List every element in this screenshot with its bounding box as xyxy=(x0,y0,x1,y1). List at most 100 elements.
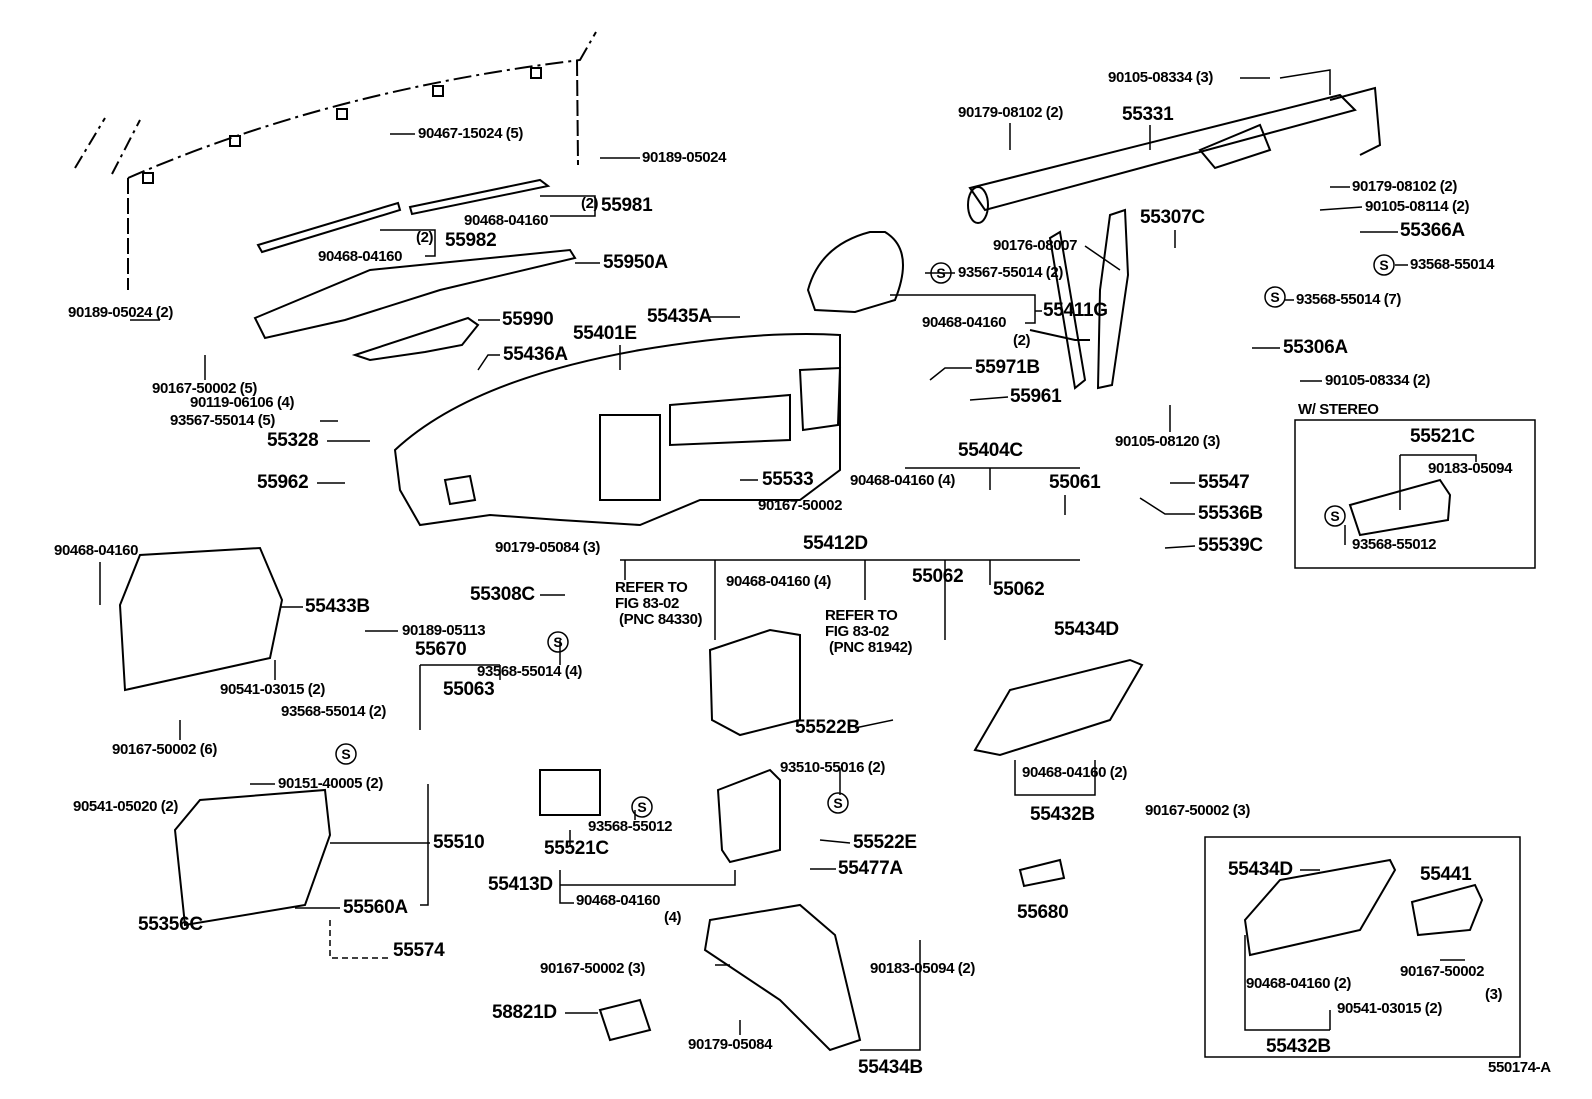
reference-note: REFER TO xyxy=(825,607,898,624)
windshield-outline xyxy=(74,31,597,290)
part-label: 90468-04160 (4) xyxy=(850,472,955,489)
part-label: 55990 xyxy=(502,309,554,330)
part-label: (4) xyxy=(664,909,682,926)
part-label: 55331 xyxy=(1122,104,1174,125)
part-label: 55413D xyxy=(488,874,553,895)
reference-note: REFER TO xyxy=(615,579,688,596)
part-label: 55680 xyxy=(1017,902,1069,923)
part-label: 55434B xyxy=(858,1057,923,1078)
part-label: 90468-04160 (2) xyxy=(1246,975,1351,992)
part-label: 90541-03015 (2) xyxy=(1337,1000,1442,1017)
part-label: 90468-04160 xyxy=(922,314,1007,331)
s-symbol-letters: S S S S S S S S xyxy=(341,257,1388,815)
part-label: 90176-08007 xyxy=(993,237,1078,254)
part-label: 55356C xyxy=(138,914,203,935)
part-label: 55412D xyxy=(803,533,868,554)
part-label: 55062 xyxy=(912,566,964,587)
part-label: 93567-55014 (5) xyxy=(170,412,275,429)
s-symbol: S xyxy=(936,265,945,281)
part-label: 90467-15024 (5) xyxy=(418,125,523,142)
part-label: 90179-05084 (3) xyxy=(495,539,600,556)
part-label: (2) xyxy=(416,229,434,246)
part-label: 90167-50002 (5) xyxy=(152,380,257,397)
reference-note: (PNC 81942) xyxy=(829,639,913,656)
part-label: 55522B xyxy=(795,717,860,738)
part-label: 90167-50002 (6) xyxy=(112,741,217,758)
part-label: 55328 xyxy=(267,430,319,451)
s-symbol: S xyxy=(553,634,562,650)
part-label: 90468-04160 (2) xyxy=(1022,764,1127,781)
part-label: 55401E xyxy=(573,323,637,344)
s-symbol-circles xyxy=(335,254,1395,818)
part-label: 90183-05094 xyxy=(1428,460,1513,477)
s-symbol: S xyxy=(1330,508,1339,524)
part-label: 55560A xyxy=(343,897,408,918)
part-label: 90167-50002 xyxy=(758,497,843,514)
stereo-frame xyxy=(1294,419,1536,569)
leader-lines xyxy=(99,69,1477,1051)
part-label: 55063 xyxy=(443,679,495,700)
part-label: 55521C xyxy=(1410,426,1475,447)
part-label: 55307C xyxy=(1140,207,1205,228)
part-label: 55062 xyxy=(993,579,1045,600)
part-label: 90541-05020 (2) xyxy=(73,798,178,815)
part-label: 55061 xyxy=(1049,472,1101,493)
part-label: 90105-08120 (3) xyxy=(1115,433,1220,450)
part-label: (3) xyxy=(1485,986,1503,1003)
instrument-panel-outline xyxy=(393,333,842,527)
lower-panel-parts xyxy=(973,658,1484,957)
part-label: 55434D xyxy=(1054,619,1119,640)
defroster-nozzle-parts xyxy=(253,178,577,362)
reinforcement-bar xyxy=(967,86,1382,224)
part-label: 55306A xyxy=(1283,337,1348,358)
part-label: 90179-08102 (2) xyxy=(1352,178,1457,195)
part-label: 55521C xyxy=(544,838,609,859)
part-label: 90468-04160 xyxy=(464,212,549,229)
part-label: 90105-08334 (2) xyxy=(1325,372,1430,389)
reference-note: FIG 83-02 xyxy=(825,623,889,640)
part-label: 90179-08102 (2) xyxy=(958,104,1063,121)
part-label: 55510 xyxy=(433,832,485,853)
part-label: 55533 xyxy=(762,469,814,490)
stereo-section-label: W/ STEREO xyxy=(1298,401,1379,418)
part-label: 93568-55012 xyxy=(588,818,673,835)
part-label: 55574 xyxy=(393,940,445,961)
meter-hood-outline xyxy=(806,231,904,314)
part-label: 90189-05024 (2) xyxy=(68,304,173,321)
part-label: 90183-05094 (2) xyxy=(870,960,975,977)
part-label: 58821D xyxy=(492,1002,557,1023)
s-symbol: S xyxy=(1379,257,1388,273)
part-label: 55433B xyxy=(305,596,370,617)
part-label: 55539C xyxy=(1198,535,1263,556)
part-label: 90179-05084 xyxy=(688,1036,773,1053)
part-label: 55971B xyxy=(975,357,1040,378)
part-label: 55432B xyxy=(1266,1036,1331,1057)
part-label: 90119-06106 (4) xyxy=(190,394,295,411)
part-label: 90468-04160 xyxy=(576,892,661,909)
reference-note: (PNC 84330) xyxy=(619,611,703,628)
part-label: 55536B xyxy=(1198,503,1263,524)
part-label: (2) xyxy=(1013,332,1031,349)
part-label: 55547 xyxy=(1198,472,1250,493)
part-label: 90105-08114 (2) xyxy=(1365,198,1470,215)
part-label: 90468-04160 (4) xyxy=(726,573,831,590)
part-label: 90541-03015 (2) xyxy=(220,681,325,698)
part-label: 55950A xyxy=(603,252,668,273)
part-label: 90189-05024 xyxy=(642,149,727,166)
part-label: 55522E xyxy=(853,832,917,853)
part-label: 55435A xyxy=(647,306,712,327)
part-label: 55434D xyxy=(1228,859,1293,880)
s-symbol: S xyxy=(637,799,646,815)
part-label: 90105-08334 (3) xyxy=(1108,69,1213,86)
part-label: (2) xyxy=(581,195,599,212)
brace-parts xyxy=(1029,208,1130,390)
stereo-unit xyxy=(1348,478,1452,537)
part-label: 55441 xyxy=(1420,864,1472,885)
part-label: 90468-04160 xyxy=(54,542,139,559)
part-label: 55670 xyxy=(415,639,467,660)
part-label: 55962 xyxy=(257,472,309,493)
part-label: 55308C xyxy=(470,584,535,605)
part-label: 90151-40005 (2) xyxy=(278,775,383,792)
